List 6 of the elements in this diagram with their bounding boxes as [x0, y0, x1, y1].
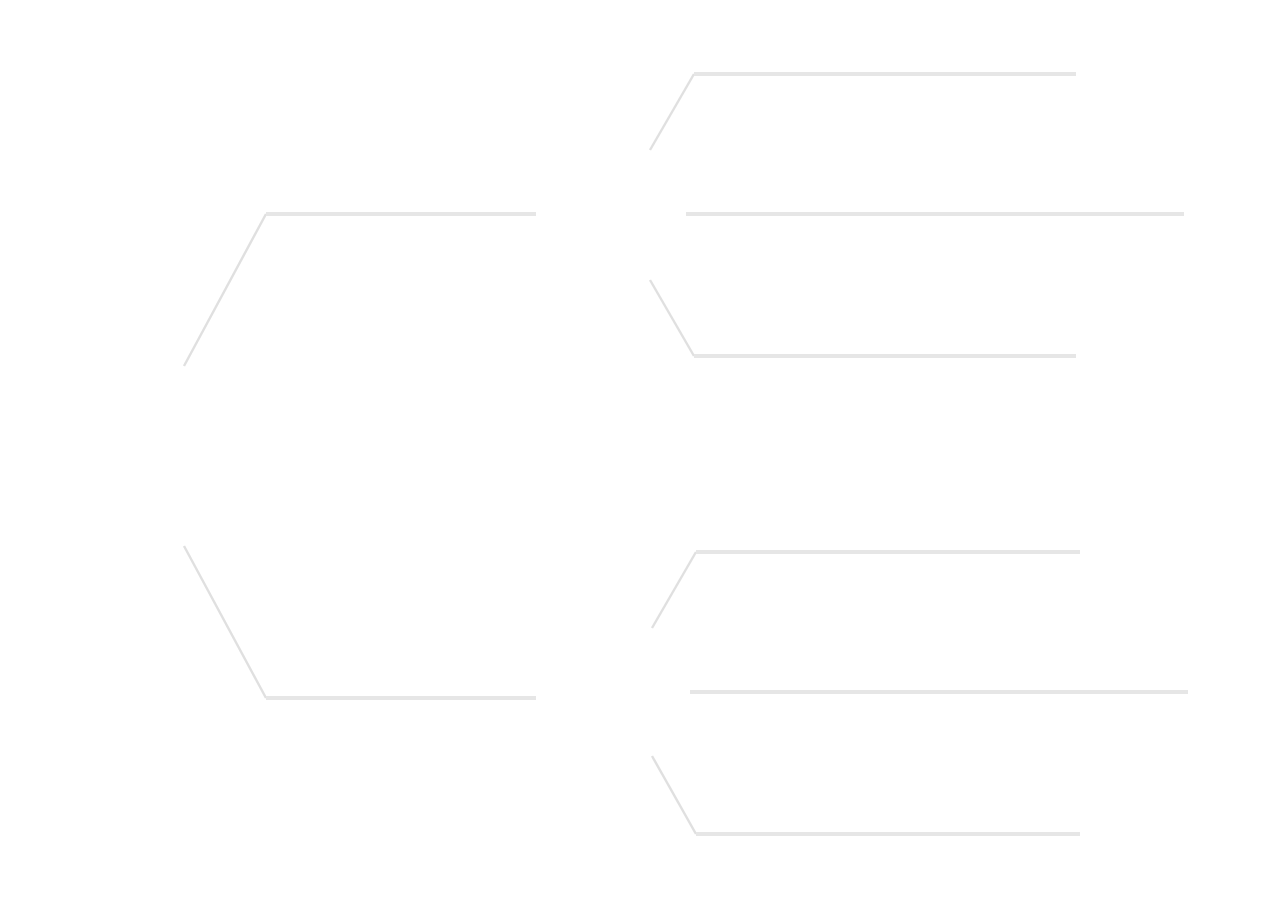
branch-line: [650, 551, 698, 629]
branch-line: [182, 213, 268, 367]
branch-line: [650, 755, 698, 835]
branch-line: [648, 73, 696, 151]
branch-line: [648, 279, 696, 357]
branch-line: [182, 545, 268, 699]
